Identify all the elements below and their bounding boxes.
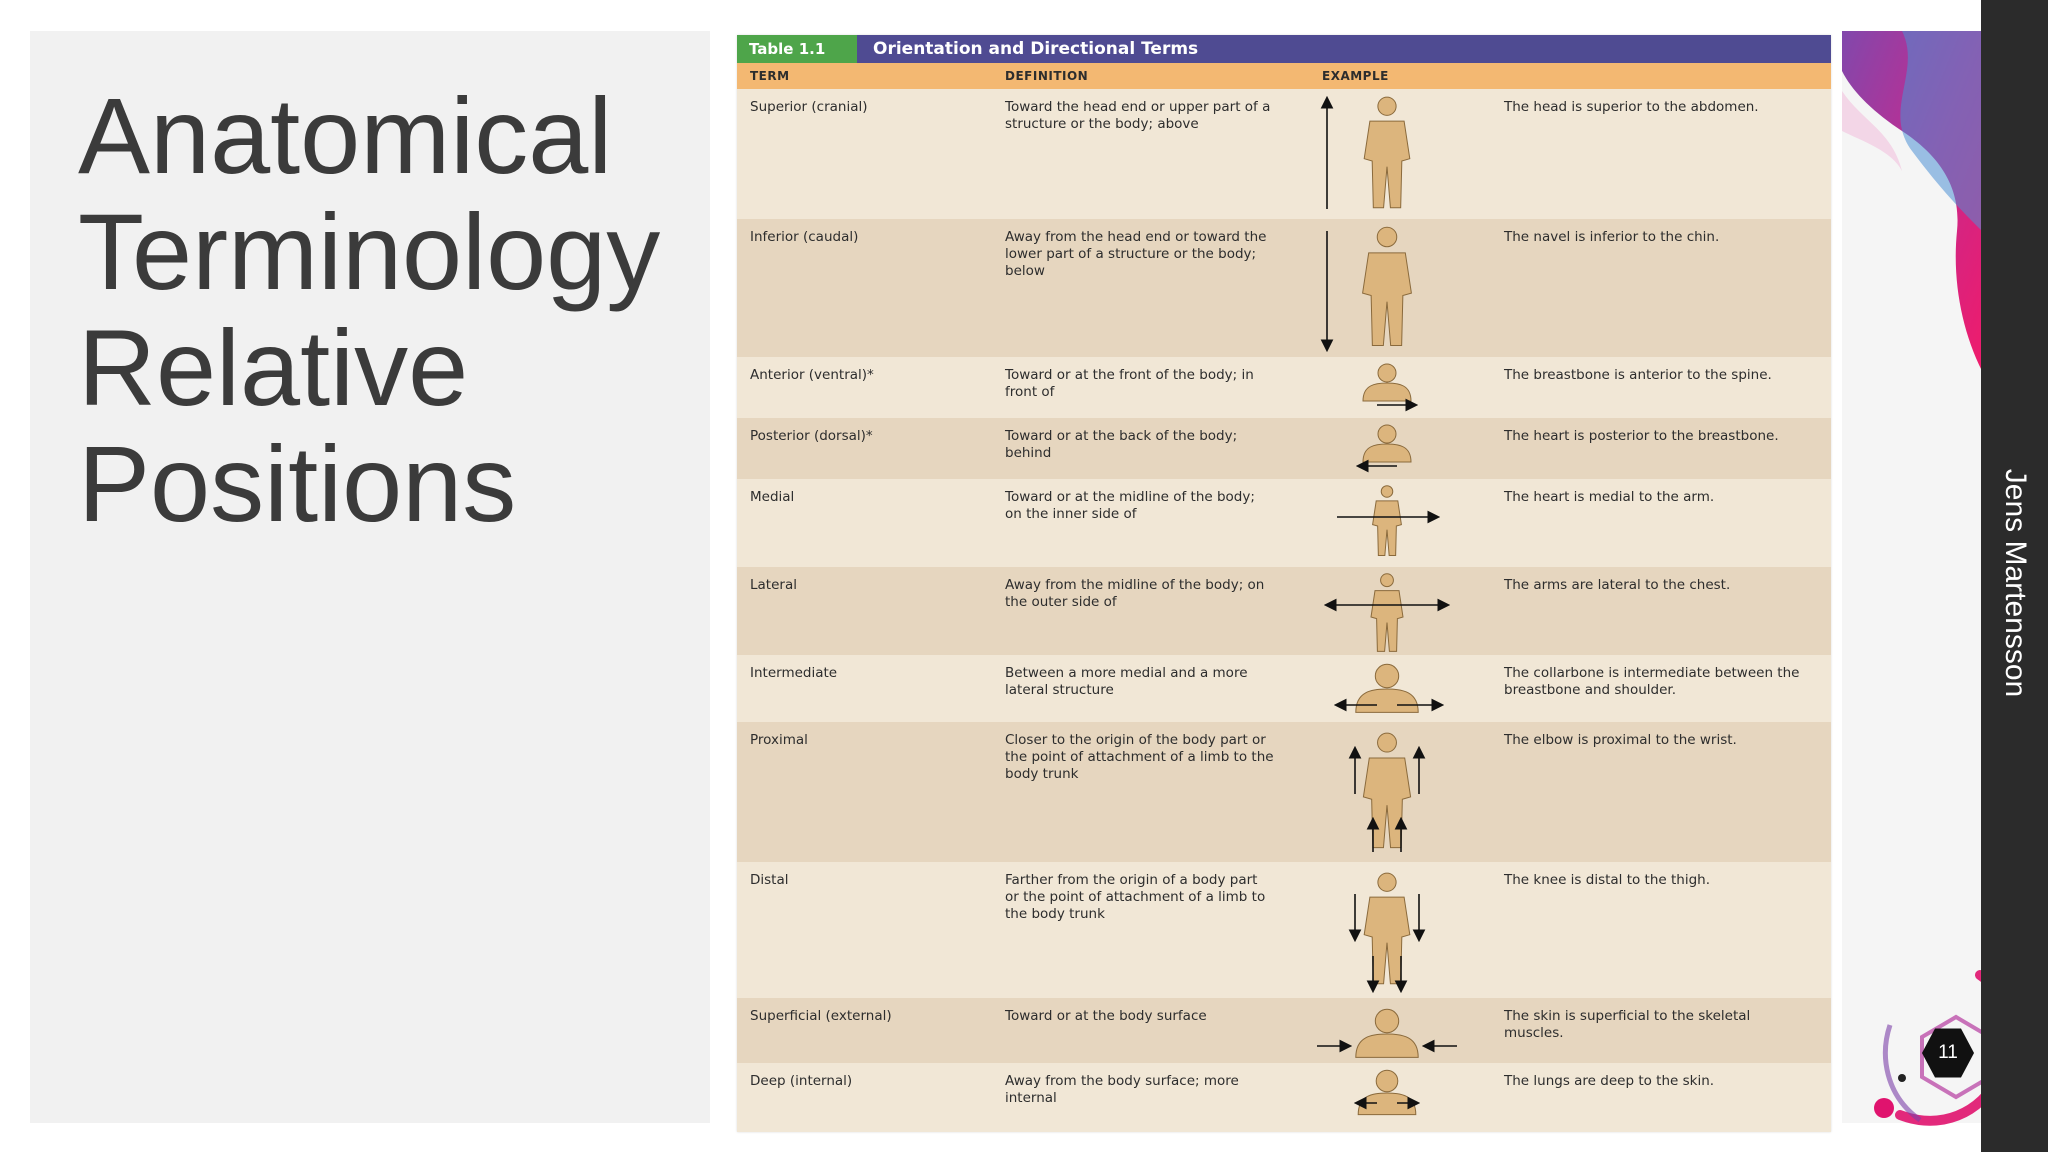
body-diagram-figure [1297,221,1477,355]
term-cell: Anterior (ventral)* [750,367,874,383]
body-diagram-figure [1297,481,1477,565]
slide-title-line: Relative [78,307,469,428]
table-row: Posterior (dorsal)* Toward or at the back… [737,418,1831,479]
term-cell: Deep (internal) [750,1073,853,1089]
column-header-term: TERM [750,69,790,83]
term-cell: Posterior (dorsal)* [750,428,873,444]
definition-cell: Toward the head end or upper part of a s… [1005,99,1271,132]
table-row: Medial Toward or at the midline of the bo… [737,479,1831,567]
example-cell: The breastbone is anterior to the spine. [1504,367,1772,383]
author-sidebar [1981,0,2048,1152]
definition-cell: Toward or at the body surface [1005,1008,1207,1024]
term-cell: Superior (cranial) [750,99,868,115]
table-row: Inferior (caudal) Away from the head end … [737,219,1831,357]
term-cell: Lateral [750,577,797,593]
term-cell: Medial [750,489,795,505]
author-name: Jens Martensson [1999,468,2032,698]
body-diagram-figure [1297,1065,1477,1121]
table-row: Superior (cranial) Toward the head end or… [737,89,1831,219]
body-diagram-figure [1297,91,1477,217]
example-cell: The skin is superficial to the skeletal … [1504,1008,1751,1041]
table-row: Deep (internal) Away from the body surfac… [737,1063,1831,1123]
definition-cell: Farther from the origin of a body part o… [1005,872,1266,922]
example-cell: The head is superior to the abdomen. [1504,99,1759,115]
definition-cell: Toward or at the front of the body; in f… [1005,367,1254,400]
body-diagram-figure [1297,657,1477,720]
definition-cell: Away from the body surface; more interna… [1005,1073,1239,1106]
decorative-side-panel [1842,31,1982,1123]
table-row: Lateral Away from the midline of the body… [737,567,1831,655]
definition-cell: Between a more medial and a more lateral… [1005,665,1248,698]
slide-title-line: Terminology [78,191,661,312]
decorative-swirl [1842,31,1982,371]
example-cell: The heart is medial to the arm. [1504,489,1715,505]
example-cell: The elbow is proximal to the wrist. [1504,732,1737,748]
term-cell: Proximal [750,732,808,748]
example-cell: The arms are lateral to the chest. [1504,577,1731,593]
body-diagram-figure [1297,864,1477,996]
table-row: Intermediate Between a more medial and a … [737,655,1831,722]
body-diagram-figure [1297,420,1477,477]
term-cell: Inferior (caudal) [750,229,859,245]
definition-cell: Toward or at the midline of the body; on… [1005,489,1255,522]
table-title-bar [737,35,1831,63]
table-row: Proximal Closer to the origin of the body… [737,722,1831,862]
slide-title-line: Positions [78,423,517,544]
definition-cell: Away from the midline of the body; on th… [1005,577,1265,610]
body-diagram-figure [1297,359,1477,416]
table-title: Orientation and Directional Terms [873,39,1199,59]
directional-terms-table: Table 1.1 Orientation and Directional Te… [737,35,1831,1132]
column-header-definition: DEFINITION [1005,69,1089,83]
body-diagram-figure [1297,1000,1477,1061]
definition-cell: Toward or at the back of the body; behin… [1005,428,1238,461]
slide-title-line: Anatomical [78,75,613,196]
example-cell: The lungs are deep to the skin. [1504,1073,1715,1089]
body-diagram-figure [1297,724,1477,860]
definition-cell: Away from the head end or toward the low… [1005,229,1267,279]
example-cell: The collarbone is intermediate between t… [1504,665,1800,698]
example-cell: The heart is posterior to the breastbone… [1504,428,1779,444]
term-cell: Superficial (external) [750,1008,892,1024]
example-cell: The knee is distal to the thigh. [1504,872,1711,888]
term-cell: Intermediate [750,665,838,681]
column-header-example: EXAMPLE [1322,69,1389,83]
table-header: TERM DEFINITION EXAMPLE [737,63,1831,89]
definition-cell: Closer to the origin of the body part or… [1005,732,1274,782]
slide-title: Anatomical Terminology Relative Position… [78,78,678,542]
title-panel [30,31,710,1123]
table-row: Superficial (external) Toward or at the b… [737,998,1831,1063]
term-cell: Distal [750,872,789,888]
body-diagram-figure [1297,569,1477,653]
example-cell: The navel is inferior to the chin. [1504,229,1720,245]
table-row: Anterior (ventral)* Toward or at the fron… [737,357,1831,418]
table-row: Distal Farther from the origin of a body … [737,862,1831,998]
table-label: Table 1.1 [737,35,857,63]
